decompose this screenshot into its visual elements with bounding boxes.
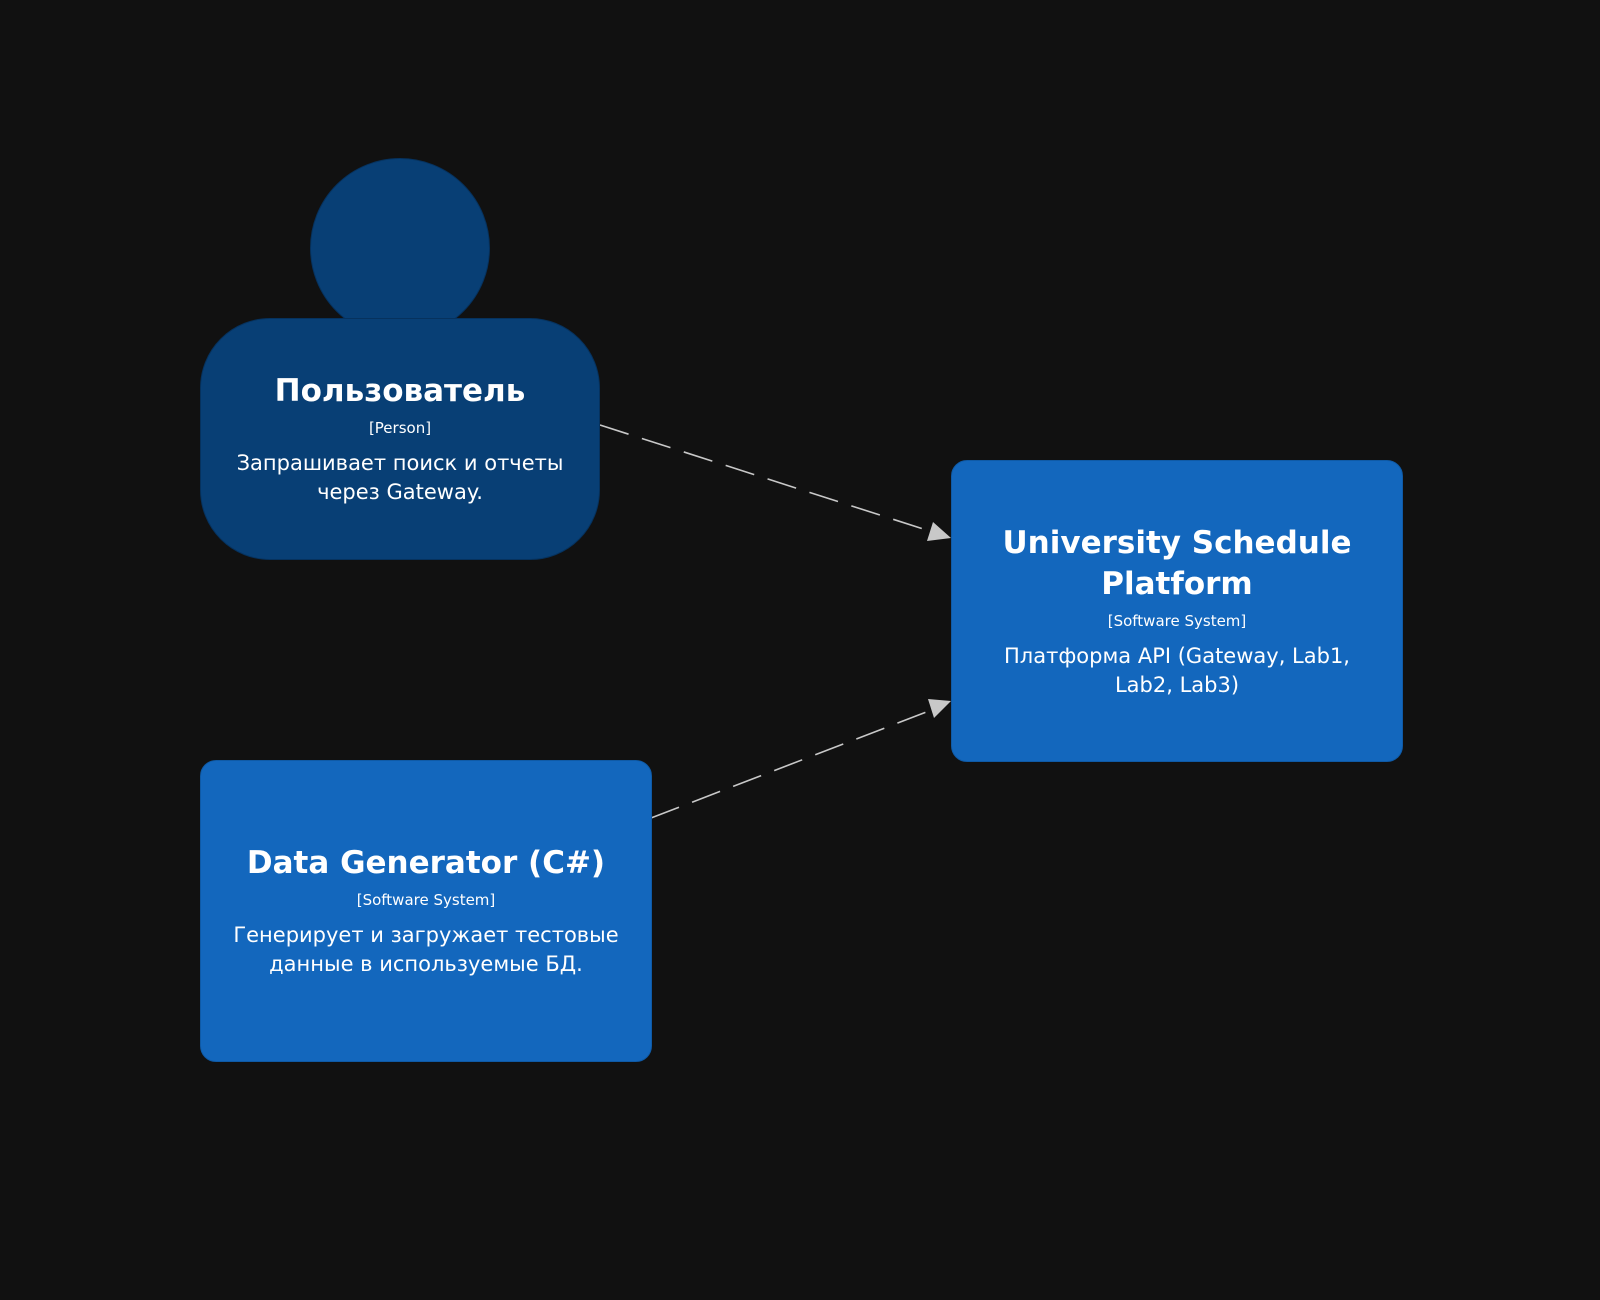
node-platform-title: University Schedule Platform <box>1002 525 1352 602</box>
arrowhead-generator-to-platform <box>928 699 951 718</box>
person-head-shape <box>310 158 490 338</box>
node-generator-title: Data Generator (C#) <box>246 845 606 881</box>
node-platform-content: University Schedule Platform [Software S… <box>952 523 1402 700</box>
node-platform-description: Платформа API (Gateway, Lab1, Lab2, Lab3… <box>1004 644 1350 697</box>
node-platform[interactable]: University Schedule Platform [Software S… <box>951 460 1403 762</box>
node-user-title: Пользователь <box>274 373 526 409</box>
node-generator[interactable]: Data Generator (C#) [Software System] Ге… <box>200 760 652 1062</box>
node-generator-content: Data Generator (C#) [Software System] Ге… <box>201 843 651 979</box>
node-user-description: Запрашивает поиск и отчеты через Gateway… <box>236 451 564 504</box>
node-platform-type: [Software System] <box>1107 612 1247 630</box>
node-generator-type: [Software System] <box>356 891 496 909</box>
arrowhead-user-to-platform <box>927 522 951 541</box>
node-user-content: Пользователь [Person] Запрашивает поиск … <box>201 371 599 507</box>
person-body-shape: Пользователь [Person] Запрашивает поиск … <box>200 318 600 560</box>
edge-generator-to-platform <box>650 705 943 819</box>
node-user-type: [Person] <box>368 419 432 437</box>
node-generator-description: Генерирует и загружает тестовые данные в… <box>233 923 619 976</box>
edge-user-to-platform <box>599 424 943 536</box>
